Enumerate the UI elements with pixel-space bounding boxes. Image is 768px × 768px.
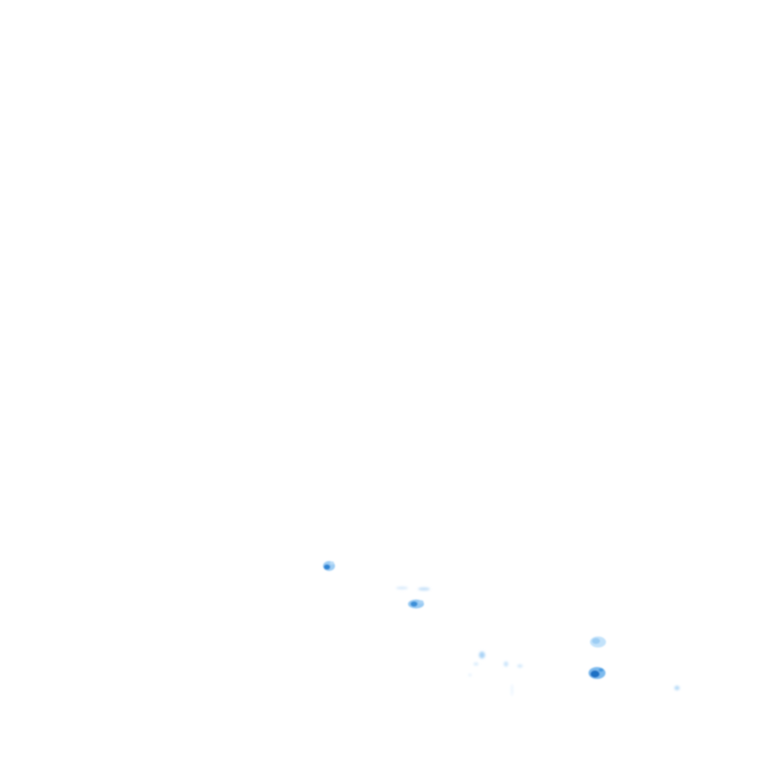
precip-cell — [323, 561, 335, 571]
precip-speck — [674, 685, 680, 691]
precip-cell — [408, 599, 424, 609]
precip-streak — [396, 586, 430, 591]
precip-cell — [590, 636, 606, 648]
precip-cell — [588, 667, 606, 679]
precip-specks — [468, 651, 523, 696]
